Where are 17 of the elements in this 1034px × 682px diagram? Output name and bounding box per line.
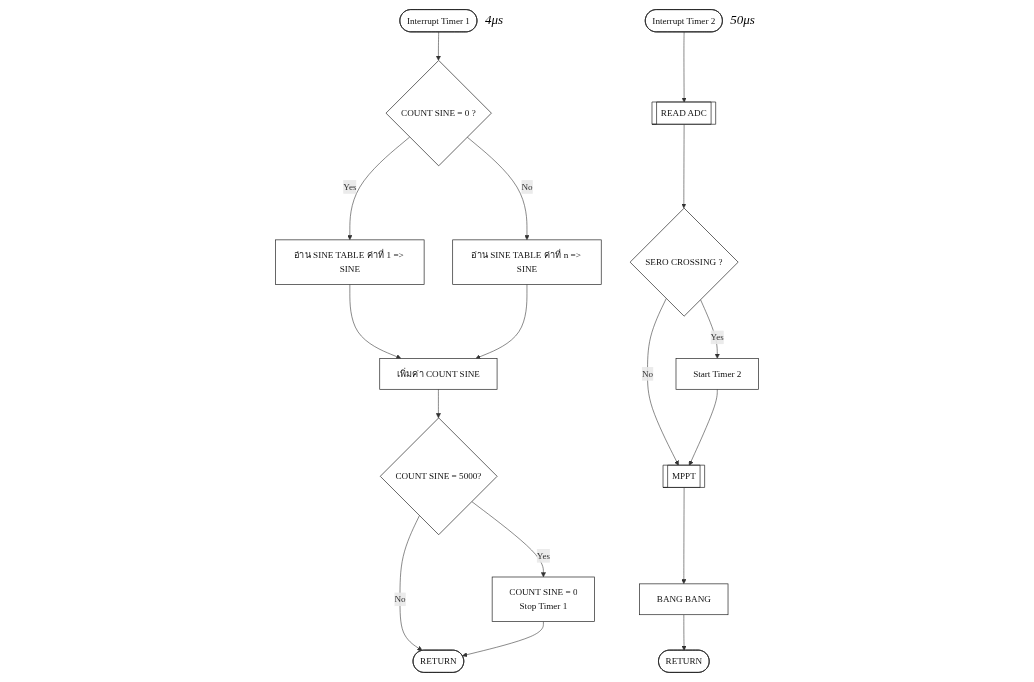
node-box: อ่าน SINE TABLE ค่าที่ 1 => SINE xyxy=(275,239,425,285)
edge-label: No xyxy=(641,368,654,379)
edge-label: Yes xyxy=(536,550,550,561)
duration-label: 4μs xyxy=(484,11,503,28)
node-box: BANG BANG xyxy=(639,583,729,616)
edge-label: Yes xyxy=(343,181,357,192)
node-diamond: COUNT SINE = 0 ? xyxy=(385,60,492,167)
node-box: เพิ่มค่า COUNT SINE xyxy=(379,358,498,390)
node-box: อ่าน SINE TABLE ค่าที่ n => SINE xyxy=(452,239,602,285)
node-diamond: SERO CROSSING ? xyxy=(629,207,739,317)
duration-label: 50μs xyxy=(730,11,755,28)
edge-label: No xyxy=(521,181,533,192)
edge-label: No xyxy=(394,594,406,604)
node-box: Start Timer 2 xyxy=(675,358,759,390)
edge-label: Yes xyxy=(710,332,724,342)
node-box: COUNT SINE = 0 Stop Timer 1 xyxy=(491,576,595,622)
node-diamond: COUNT SINE = 5000? xyxy=(379,417,498,536)
